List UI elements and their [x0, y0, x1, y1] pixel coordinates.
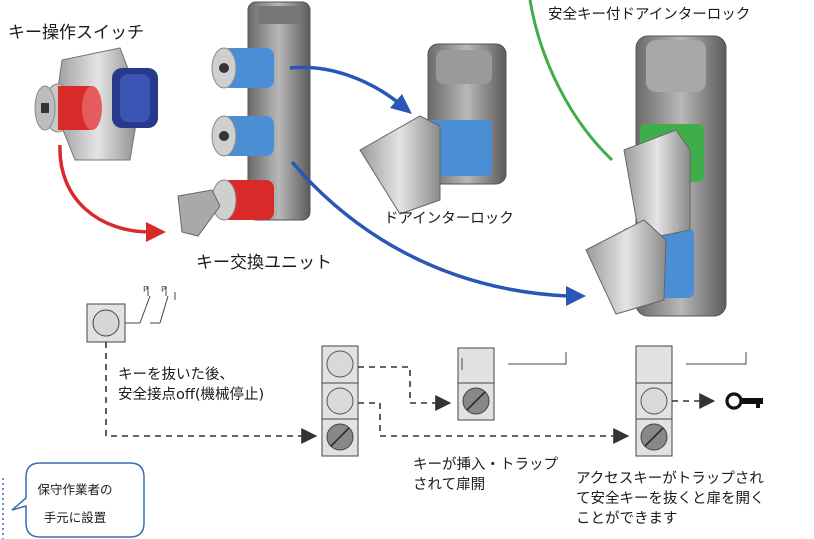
after-key-removed-line-1: キーを抜いた後、: [118, 367, 234, 383]
dashed-stack1-to-safety: [358, 402, 630, 444]
key-switch-device: [34, 47, 158, 161]
green-arc: [528, 0, 614, 162]
dashed-stack1-to-door: [358, 366, 452, 411]
safety-key-interlock-label: 安全キー付ドアインターロック: [548, 7, 751, 23]
red-arrow: [58, 144, 151, 234]
svg-text:P: P: [161, 285, 166, 294]
exchange-stack: [321, 345, 359, 457]
door-interlock-device: [359, 43, 507, 215]
access-key-line-2: て安全キーを抜くと扉を開く: [576, 491, 765, 507]
switch-symbol: P P: [125, 285, 176, 324]
after-key-removed-line-2: 安全接点off(機械停止): [118, 387, 265, 403]
door-interlock-symbol: [457, 347, 567, 421]
safety-interlock-symbol: [635, 345, 747, 457]
svg-text:P: P: [143, 285, 148, 294]
callout-line-2: 手元に設置: [43, 510, 107, 525]
door-interlock-label: ドアインターロック: [384, 211, 514, 227]
key-inserted-line-2: されて扉開: [413, 477, 486, 493]
blue-arrow-lower: [290, 160, 569, 298]
callout-line-1: 保守作業者の: [37, 482, 113, 497]
safety-key-interlock-device: [585, 35, 727, 317]
key-icon: [725, 392, 763, 410]
access-key-line-1: アクセスキーがトラップされ: [576, 471, 764, 487]
callout-bubble: [11, 462, 145, 538]
blue-arrow-upper: [289, 65, 402, 106]
key-switch-label: キー操作スイッチ: [8, 23, 144, 43]
key-inserted-line-1: キーが挿入・トラップ: [413, 457, 558, 473]
access-key-line-3: ことができます: [576, 511, 678, 527]
dashed-switch-to-stack1: [105, 342, 318, 444]
key-exchange-unit-label: キー交換ユニット: [196, 253, 332, 273]
key-exchange-unit-device: [177, 1, 311, 237]
switch-box: [86, 303, 126, 343]
